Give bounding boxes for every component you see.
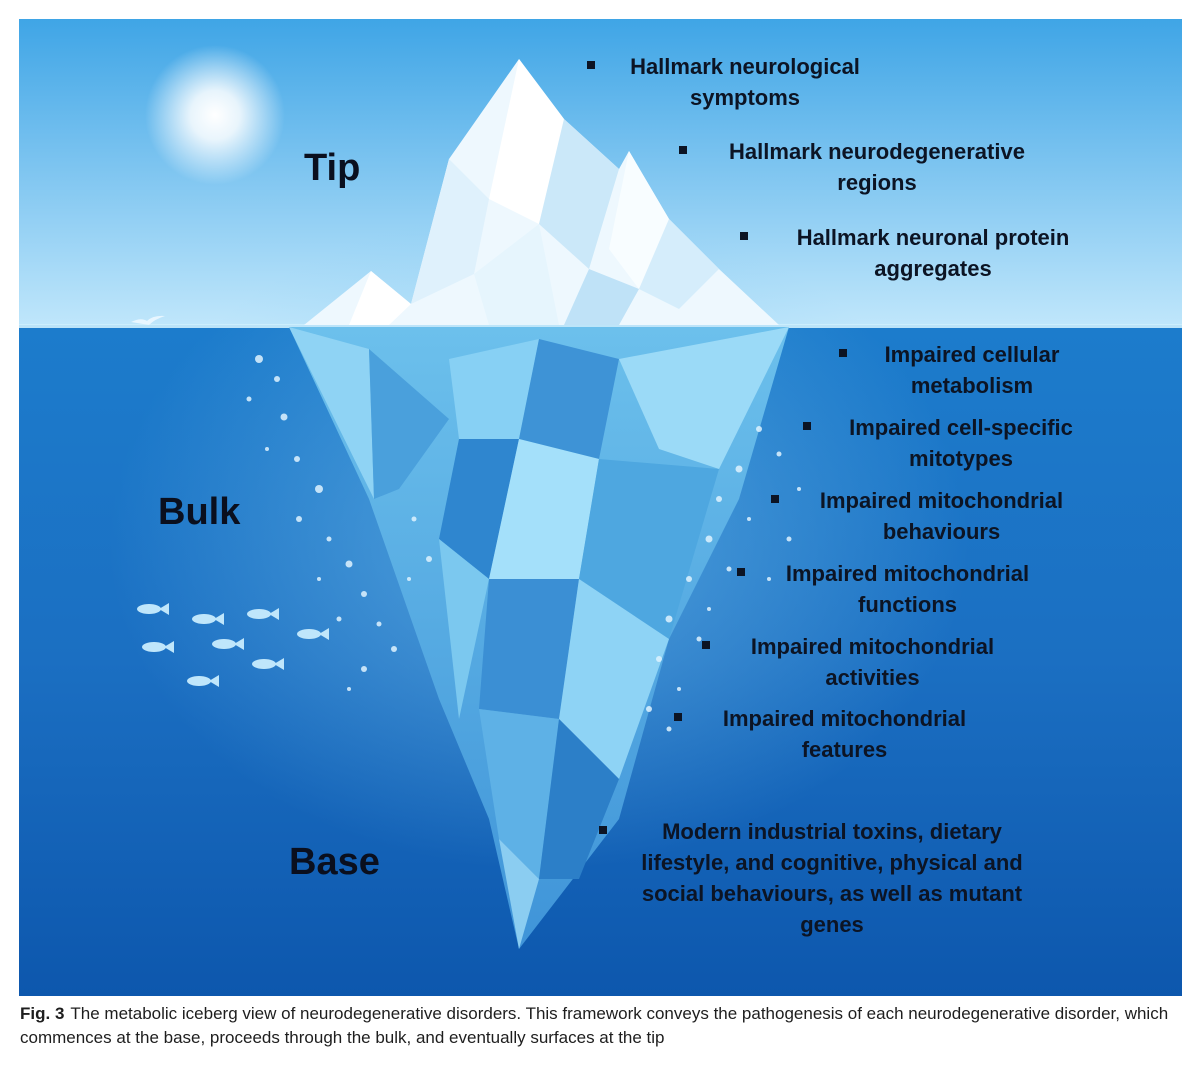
iceberg-figure: Tip Bulk Base Hallmark neurological symp… bbox=[19, 19, 1182, 996]
bullet-icon bbox=[839, 349, 847, 357]
bullet-icon bbox=[674, 713, 682, 721]
bulk-item: Impaired cellular metabolism bbox=[839, 339, 1079, 401]
bulk-item: Impaired mitochondrial activities bbox=[702, 631, 1017, 693]
bullet-icon bbox=[679, 146, 687, 154]
iceberg-tip bbox=[304, 59, 779, 325]
bullet-icon bbox=[702, 641, 710, 649]
bird-icon bbox=[131, 315, 165, 325]
bullet-icon bbox=[771, 495, 779, 503]
bulk-item: Impaired mitochondrial behaviours bbox=[771, 485, 1086, 547]
tip-item: Hallmark neurodegenerative regions bbox=[679, 136, 1049, 198]
zone-label-tip: Tip bbox=[304, 147, 361, 189]
bubbles bbox=[246, 355, 801, 732]
bullet-icon bbox=[803, 422, 811, 430]
bullet-icon bbox=[599, 826, 607, 834]
bullet-icon bbox=[587, 61, 595, 69]
caption-label: Fig. 3 bbox=[20, 1004, 65, 1023]
bullet-icon bbox=[737, 568, 745, 576]
iceberg-bulk bbox=[289, 327, 789, 949]
bulk-item: Impaired cell-specific mitotypes bbox=[803, 412, 1093, 474]
bullet-icon bbox=[740, 232, 748, 240]
tip-item: Hallmark neuronal protein aggregates bbox=[740, 222, 1100, 284]
bulk-item: Impaired mitochondrial functions bbox=[737, 558, 1052, 620]
caption-text: The metabolic iceberg view of neurodegen… bbox=[20, 1004, 1169, 1047]
tip-item: Hallmark neurological symptoms bbox=[587, 51, 877, 113]
bulk-item: Impaired mitochondrial features bbox=[674, 703, 989, 765]
zone-label-base: Base bbox=[289, 841, 380, 883]
zone-label-bulk: Bulk bbox=[158, 491, 241, 533]
fish-school bbox=[137, 603, 329, 687]
sun bbox=[145, 45, 285, 185]
iceberg-illustration bbox=[19, 19, 1182, 996]
base-item: Modern industrial toxins, dietary lifest… bbox=[599, 816, 1039, 940]
